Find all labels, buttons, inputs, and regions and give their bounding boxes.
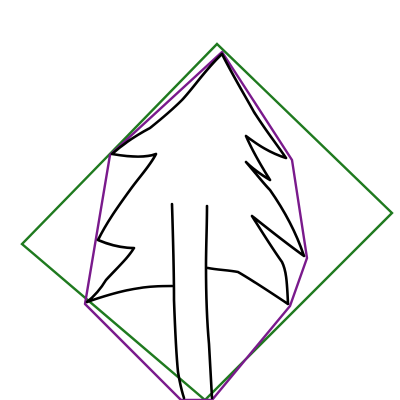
tree-trunk-left — [170, 202, 186, 400]
inner-hull — [83, 50, 309, 400]
outer-diamond — [20, 42, 394, 400]
tree-sketch — [85, 52, 306, 400]
tree-trunk-right — [204, 204, 214, 400]
tree-outline-left — [85, 52, 224, 304]
tree-outline-right — [206, 52, 306, 306]
